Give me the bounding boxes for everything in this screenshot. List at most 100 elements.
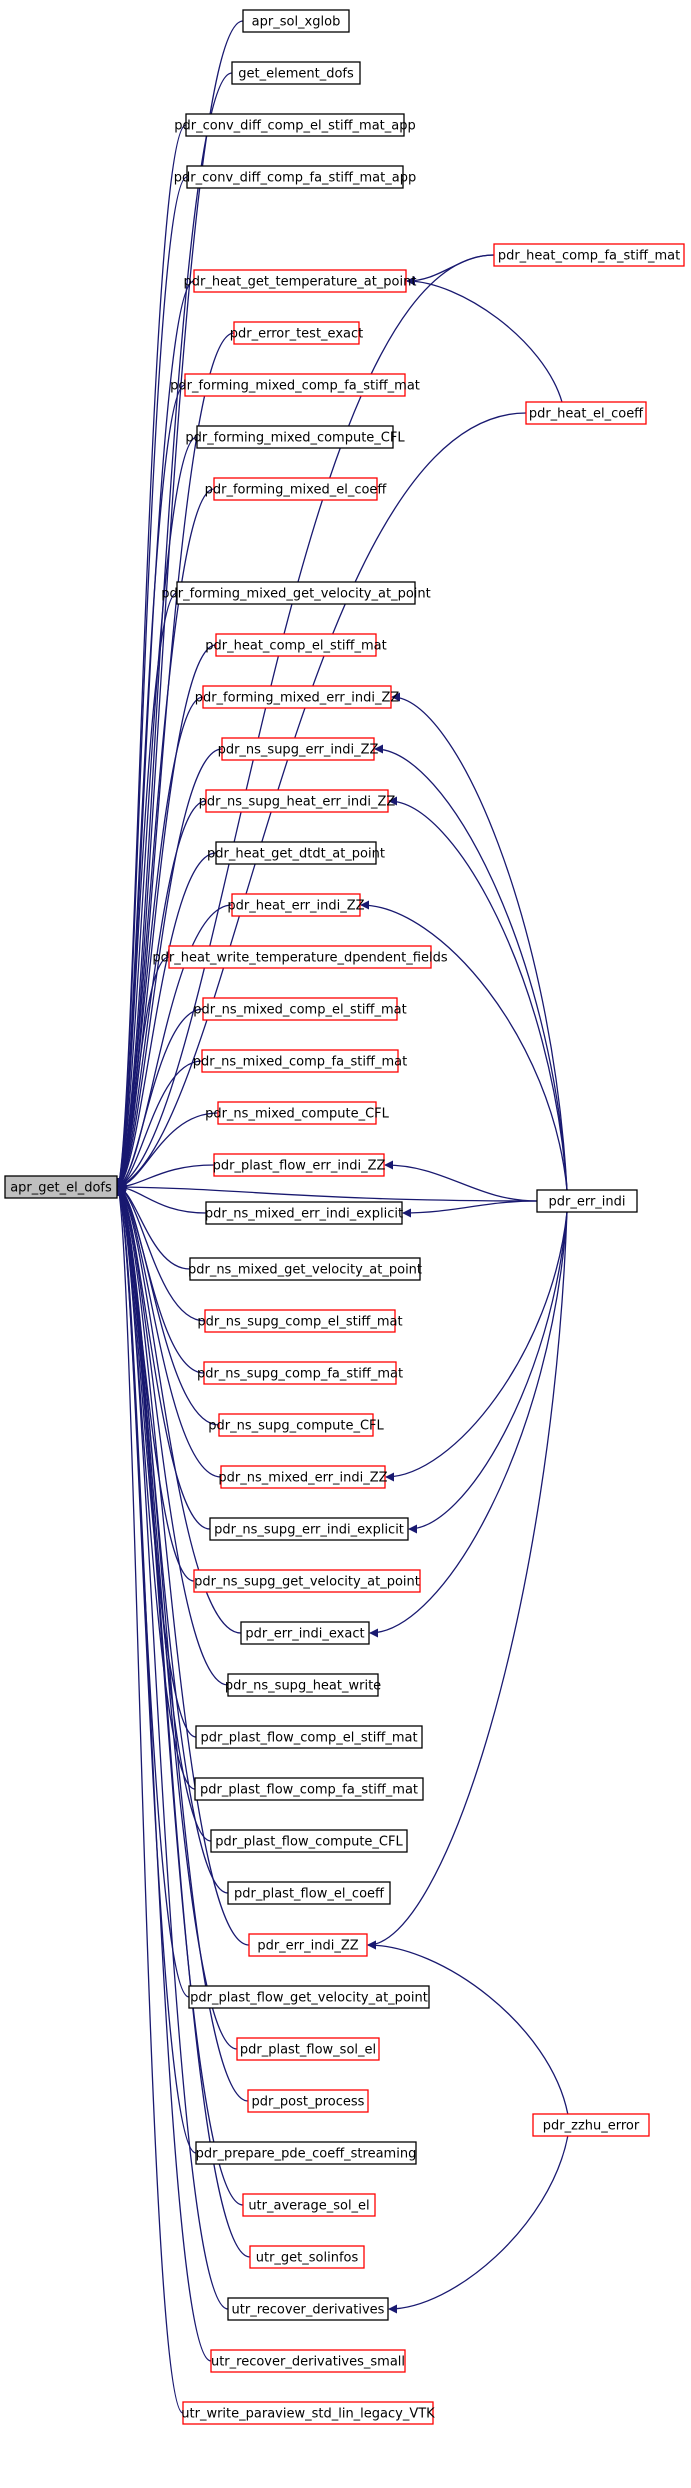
- node-pdr-forming-mixed-get-velocity-at-point[interactable]: pdr_forming_mixed_get_velocity_at_point: [161, 581, 431, 605]
- node-label: pdr_err_indi: [548, 1195, 625, 1210]
- edge-pdr-err-indi-to-pdr-heat-err-indi-zz: [360, 900, 568, 1191]
- node-box: [176, 581, 416, 605]
- node-pdr-ns-supg-err-indi-zz[interactable]: pdr_ns_supg_err_indi_ZZ: [218, 737, 379, 761]
- node-pdr-plast-flow-el-coeff[interactable]: pdr_plast_flow_el_coeff: [227, 1881, 391, 1905]
- node-box: [220, 1465, 386, 1489]
- node-pdr-ns-supg-err-indi-explicit[interactable]: pdr_ns_supg_err_indi_explicit: [209, 1517, 409, 1541]
- node-utr-recover-derivatives-small[interactable]: utr_recover_derivatives_small: [210, 2349, 406, 2373]
- node-box: [204, 1309, 396, 1333]
- edge-pdr-heat-write-temperature-dpendent-fields-to-apr-get-el-dofs: [117, 956, 170, 1188]
- node-label: apr_sol_xglob: [252, 15, 341, 30]
- node-utr-write-paraview-std-lin-legacy-vtk[interactable]: utr_write_paraview_std_lin_legacy_VTK: [181, 2401, 435, 2425]
- node-pdr-post-process[interactable]: pdr_post_process: [247, 2089, 369, 2113]
- node-label: pdr_heat_get_dtdt_at_point: [207, 847, 385, 862]
- node-pdr-plast-flow-sol-el[interactable]: pdr_plast_flow_sol_el: [236, 2037, 380, 2061]
- edge-pdr-ns-supg-heat-write-to-apr-get-el-dofs: [117, 1186, 229, 1686]
- node-box: [249, 2245, 365, 2269]
- edge-pdr-err-indi-to-pdr-ns-supg-err-indi-explicit: [408, 1211, 568, 1534]
- edge-pdr-err-indi-to-pdr-err-indi-exact: [369, 1211, 568, 1638]
- node-pdr-heat-get-dtdt-at-point[interactable]: pdr_heat_get_dtdt_at_point: [207, 841, 385, 865]
- node-utr-get-solinfos[interactable]: utr_get_solinfos: [249, 2245, 365, 2269]
- node-pdr-ns-mixed-err-indi-explicit[interactable]: pdr_ns_mixed_err_indi_explicit: [205, 1201, 403, 1225]
- node-pdr-conv-diff-comp-fa-stiff-mat-app[interactable]: pdr_conv_diff_comp_fa_stiff_mat_app: [174, 165, 416, 189]
- edge-pdr-heat-comp-fa-stiff-mat-to-pdr-heat-get-temperature-at-point: [406, 254, 495, 286]
- edge-pdr-err-indi-exact-to-apr-get-el-dofs: [117, 1186, 242, 1634]
- node-pdr-ns-supg-comp-fa-stiff-mat[interactable]: pdr_ns_supg_comp_fa_stiff_mat: [197, 1361, 403, 1385]
- node-label: pdr_heat_write_temperature_dpendent_fiel…: [152, 951, 447, 966]
- node-box: [248, 1933, 368, 1957]
- edge-pdr-forming-mixed-compute-cfl-to-apr-get-el-dofs: [117, 436, 198, 1188]
- edge-utr-recover-derivatives-small-to-apr-get-el-dofs: [116, 1186, 212, 2362]
- edge-pdr-ns-supg-compute-cfl-to-apr-get-el-dofs: [117, 1186, 220, 1426]
- node-pdr-forming-mixed-err-indi-zz[interactable]: pdr_forming_mixed_err_indi_ZZ: [195, 685, 400, 709]
- node-pdr-ns-mixed-comp-fa-stiff-mat[interactable]: pdr_ns_mixed_comp_fa_stiff_mat: [193, 1049, 407, 1073]
- node-label: utr_recover_derivatives_small: [211, 2355, 405, 2370]
- edge-pdr-zzhu-error-to-pdr-err-indi-zz: [367, 1940, 569, 2115]
- node-get-element-dofs[interactable]: get_element_dofs: [231, 61, 361, 85]
- node-box: [227, 1673, 379, 1697]
- node-pdr-forming-mixed-compute-cfl[interactable]: pdr_forming_mixed_compute_CFL: [185, 425, 405, 449]
- node-box: [4, 1175, 118, 1199]
- node-pdr-forming-mixed-el-coeff[interactable]: pdr_forming_mixed_el_coeff: [205, 477, 388, 501]
- node-box: [227, 2297, 389, 2321]
- node-pdr-heat-comp-fa-stiff-mat[interactable]: pdr_heat_comp_fa_stiff_mat: [493, 243, 685, 267]
- node-pdr-conv-diff-comp-el-stiff-mat-app[interactable]: pdr_conv_diff_comp_el_stiff_mat_app: [174, 113, 416, 137]
- node-label: pdr_heat_el_coeff: [529, 407, 644, 422]
- node-pdr-err-indi-exact[interactable]: pdr_err_indi_exact: [240, 1621, 370, 1645]
- node-label: pdr_ns_mixed_comp_el_stiff_mat: [193, 1003, 406, 1018]
- edge-pdr-err-indi-to-apr-get-el-dofs: [117, 1182, 538, 1202]
- edge-pdr-err-indi-to-pdr-err-indi-zz: [367, 1211, 568, 1950]
- node-pdr-ns-mixed-comp-el-stiff-mat[interactable]: pdr_ns_mixed_comp_el_stiff_mat: [193, 997, 407, 1021]
- edge-pdr-ns-mixed-comp-el-stiff-mat-to-apr-get-el-dofs: [117, 1008, 204, 1188]
- node-pdr-plast-flow-comp-el-stiff-mat[interactable]: pdr_plast_flow_comp_el_stiff_mat: [195, 1725, 423, 1749]
- node-pdr-zzhu-error[interactable]: pdr_zzhu_error: [532, 2113, 650, 2137]
- node-pdr-plast-flow-comp-fa-stiff-mat[interactable]: pdr_plast_flow_comp_fa_stiff_mat: [194, 1777, 424, 1801]
- node-box: [210, 1829, 408, 1853]
- edge-pdr-err-indi-to-pdr-plast-flow-err-indi-zz: [384, 1160, 538, 1202]
- node-pdr-heat-err-indi-zz[interactable]: pdr_heat_err_indi_ZZ: [227, 893, 365, 917]
- node-pdr-err-indi-zz[interactable]: pdr_err_indi_ZZ: [248, 1933, 368, 1957]
- node-box: [193, 269, 407, 293]
- node-box: [236, 2037, 380, 2061]
- node-pdr-prepare-pde-coeff-streaming[interactable]: pdr_prepare_pde_coeff_streaming: [195, 2141, 417, 2165]
- node-pdr-ns-mixed-get-velocity-at-point[interactable]: pdr_ns_mixed_get_velocity_at_point: [188, 1257, 422, 1281]
- node-pdr-ns-mixed-compute-cfl[interactable]: pdr_ns_mixed_compute_CFL: [205, 1101, 390, 1125]
- node-pdr-heat-get-temperature-at-point[interactable]: pdr_heat_get_temperature_at_point: [184, 269, 417, 293]
- node-utr-average-sol-el[interactable]: utr_average_sol_el: [242, 2193, 376, 2217]
- node-box: [196, 425, 394, 449]
- edge-pdr-forming-mixed-get-velocity-at-point-to-apr-get-el-dofs: [117, 592, 178, 1188]
- node-box: [221, 737, 375, 761]
- node-pdr-plast-flow-compute-cfl[interactable]: pdr_plast_flow_compute_CFL: [210, 1829, 408, 1853]
- edge-utr-recover-derivatives-to-apr-get-el-dofs: [117, 1186, 229, 2310]
- node-box: [231, 61, 361, 85]
- node-pdr-plast-flow-get-velocity-at-point[interactable]: pdr_plast_flow_get_velocity_at_point: [188, 1985, 430, 2009]
- node-label: utr_write_paraview_std_lin_legacy_VTK: [181, 2407, 435, 2422]
- node-pdr-heat-write-temperature-dpendent-fields[interactable]: pdr_heat_write_temperature_dpendent_fiel…: [152, 945, 448, 969]
- node-box: [213, 1153, 385, 1177]
- node-pdr-ns-mixed-err-indi-zz[interactable]: pdr_ns_mixed_err_indi_ZZ: [218, 1465, 388, 1489]
- node-pdr-heat-el-coeff[interactable]: pdr_heat_el_coeff: [525, 401, 647, 425]
- edge-pdr-heat-el-coeff-to-pdr-heat-get-temperature-at-point: [406, 276, 563, 403]
- node-box: [193, 1569, 421, 1593]
- node-pdr-ns-supg-heat-write[interactable]: pdr_ns_supg_heat_write: [225, 1673, 381, 1697]
- node-pdr-ns-supg-get-velocity-at-point[interactable]: pdr_ns_supg_get_velocity_at_point: [193, 1569, 421, 1593]
- edge-pdr-err-indi-to-pdr-ns-supg-heat-err-indi-zz: [388, 796, 568, 1191]
- node-utr-recover-derivatives[interactable]: utr_recover_derivatives: [227, 2297, 389, 2321]
- node-box: [188, 1985, 430, 2009]
- node-pdr-heat-comp-el-stiff-mat[interactable]: pdr_heat_comp_el_stiff_mat: [205, 633, 387, 657]
- node-pdr-plast-flow-err-indi-zz[interactable]: pdr_plast_flow_err_indi_ZZ: [213, 1153, 386, 1177]
- node-box: [242, 2193, 376, 2217]
- node-label: pdr_heat_comp_el_stiff_mat: [205, 639, 386, 654]
- node-pdr-ns-supg-comp-el-stiff-mat[interactable]: pdr_ns_supg_comp_el_stiff_mat: [197, 1309, 403, 1333]
- node-box: [215, 633, 377, 657]
- node-pdr-ns-supg-heat-err-indi-zz[interactable]: pdr_ns_supg_heat_err_indi_ZZ: [199, 789, 396, 813]
- edge-pdr-err-indi-to-pdr-ns-mixed-err-indi-explicit: [402, 1200, 538, 1218]
- node-pdr-err-indi[interactable]: pdr_err_indi: [536, 1189, 638, 1213]
- node-label: pdr_ns_mixed_comp_fa_stiff_mat: [193, 1055, 407, 1070]
- node-pdr-ns-supg-compute-cfl[interactable]: pdr_ns_supg_compute_CFL: [208, 1413, 385, 1437]
- node-label: pdr_ns_supg_comp_fa_stiff_mat: [197, 1367, 403, 1382]
- node-apr-sol-xglob[interactable]: apr_sol_xglob: [242, 9, 350, 33]
- edge-pdr-err-indi-to-pdr-forming-mixed-err-indi-zz: [391, 692, 568, 1191]
- node-pdr-forming-mixed-comp-fa-stiff-mat[interactable]: pdr_forming_mixed_comp_fa_stiff_mat: [170, 373, 420, 397]
- node-pdr-error-test-exact[interactable]: pdr_error_test_exact: [230, 321, 363, 345]
